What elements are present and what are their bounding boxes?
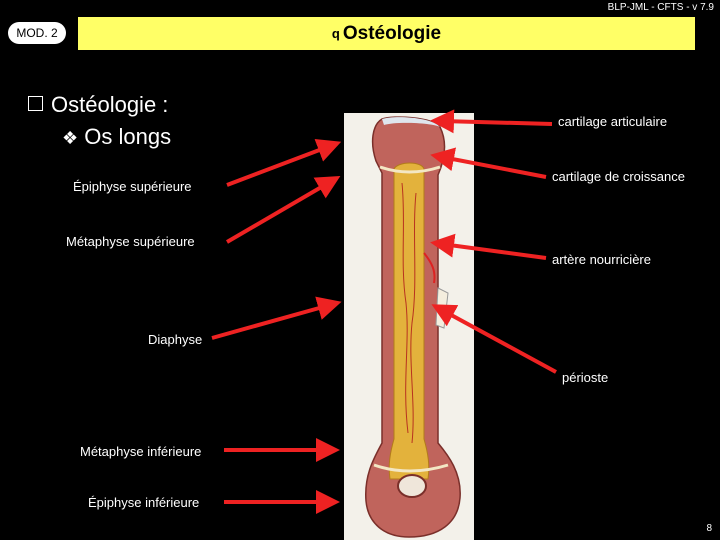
arrow-metaphyse-superieure [227,182,330,242]
arrow-perioste [442,310,556,372]
arrow-cartilage-croissance [442,157,546,177]
arrow-artere-nourriciere [442,244,546,258]
arrow-epiphyse-superieure [227,146,330,185]
arrow-cartilage-articulaire [442,121,552,124]
arrow-diaphyse [212,305,330,338]
page-number: 8 [706,523,712,534]
